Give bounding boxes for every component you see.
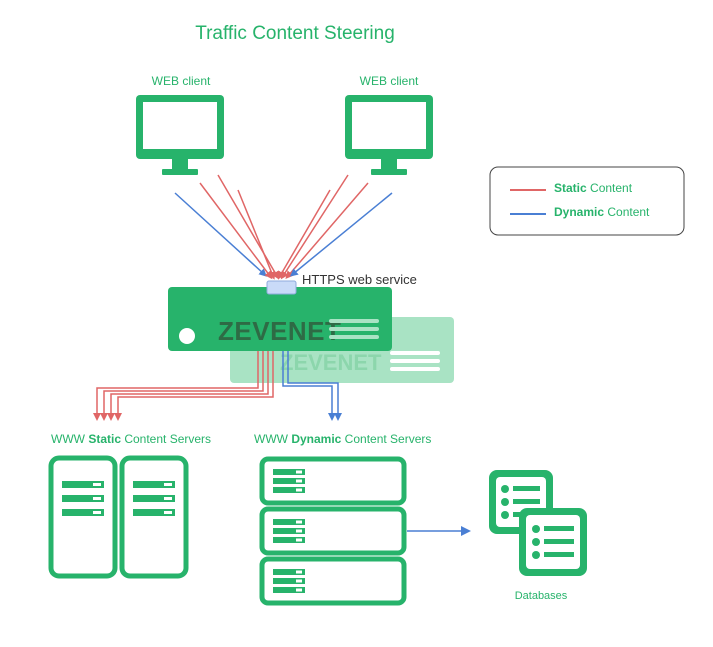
static-server-1 [48, 455, 118, 579]
client-label-left: WEB client [152, 74, 211, 88]
https-service-label: HTTPS web service [302, 272, 417, 287]
diagram-title: Traffic Content Steering [195, 23, 395, 44]
dynamic-servers-label: WWW Dynamic Content Servers [254, 432, 431, 446]
load-balancer-primary: ZEVENET [168, 287, 392, 351]
legend: Static Content Dynamic Content [489, 166, 685, 236]
client-label-right: WEB client [360, 74, 419, 88]
brand-logo: ZEVENET [218, 316, 341, 346]
monitor-icon-right [345, 95, 433, 175]
brand-ghost: ZEVENET [280, 350, 382, 375]
database-icon-front [519, 508, 587, 576]
dynamic-server-1 [259, 456, 407, 506]
databases-label: Databases [515, 590, 568, 602]
https-port-icon [266, 280, 297, 295]
monitor-icon-left [136, 95, 224, 175]
static-servers-label: WWW Static Content Servers [51, 432, 211, 446]
static-outgoing-arrows [93, 351, 274, 421]
incoming-arrows [174, 174, 393, 280]
dynamic-server-3 [259, 556, 407, 606]
dynamic-server-2 [259, 506, 407, 556]
legend-dynamic-label: Dynamic Content [554, 205, 650, 219]
legend-static-label: Static Content [554, 181, 633, 195]
dynamic-outgoing-arrows [282, 351, 342, 421]
static-server-2 [119, 455, 189, 579]
